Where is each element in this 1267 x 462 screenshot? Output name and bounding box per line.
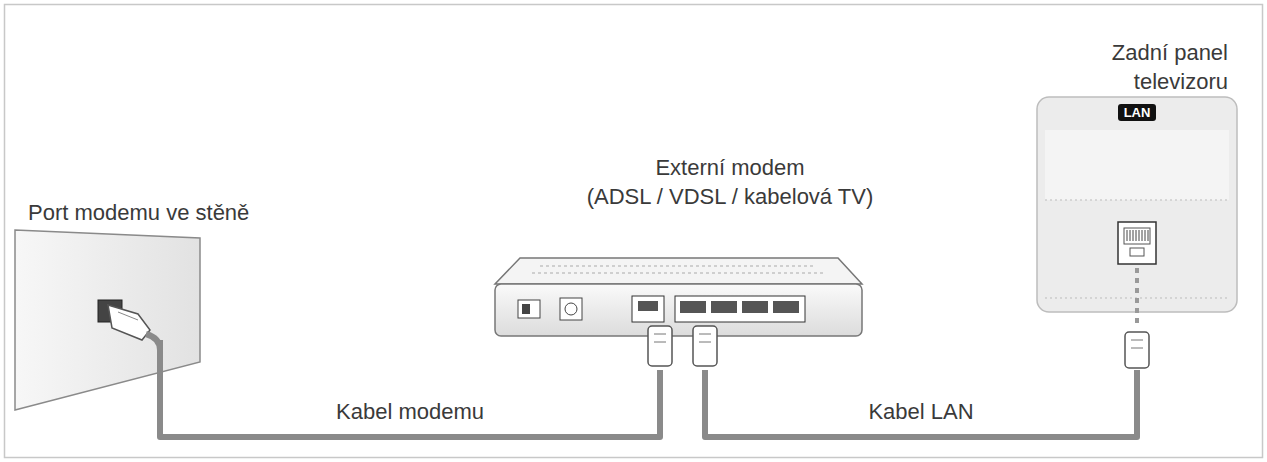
plug-detail: [654, 342, 666, 343]
port-inner: [638, 301, 658, 311]
wall-surface: [15, 230, 200, 410]
lan-port-cell: [742, 301, 768, 313]
cable-label: Kabel LAN: [864, 399, 977, 425]
tv-back-panel: Zadní panel televizoruLAN: [1035, 36, 1240, 370]
plug: [648, 326, 717, 366]
wall: [15, 230, 200, 410]
pin-stroke: [1148, 230, 1149, 241]
modem-vent: [532, 273, 825, 274]
pin-stroke: [1133, 230, 1134, 241]
port-inner: [1124, 228, 1150, 244]
caption-label: Zadní panel televizoru: [1112, 38, 1228, 96]
pin-stroke: [1136, 230, 1137, 241]
cable: [705, 370, 1137, 437]
plug-detail: [118, 312, 138, 320]
lan-port-cell: [711, 301, 737, 313]
cable: [160, 340, 660, 437]
caption-label: Port modemu ve stěně: [28, 198, 249, 227]
plug-body: [693, 326, 717, 366]
lan-ports: [675, 296, 805, 322]
panel-divider: [1045, 200, 1229, 201]
caption-label: Externí modem (ADSL / VDSL / kabelová TV…: [587, 153, 874, 211]
pin-stroke: [1139, 230, 1140, 241]
pin-stroke: [1127, 230, 1128, 241]
port-label: LAN: [1118, 104, 1157, 121]
switch-rocker: [522, 304, 530, 314]
rj45-port: [1118, 222, 1156, 264]
pin-stroke: [1142, 230, 1143, 241]
insert-guide: [1135, 268, 1139, 328]
pin-stroke: [1130, 230, 1131, 241]
jack-hole: [565, 303, 577, 315]
modem-plug: [108, 305, 150, 340]
plug-detail: [1131, 340, 1143, 341]
modem-front: [495, 284, 862, 336]
pin-stroke: [1145, 230, 1146, 241]
lan-plug: [1125, 332, 1149, 368]
modem: Externí modem (ADSL / VDSL / kabelová TV…: [495, 150, 965, 370]
frame: [5, 5, 1263, 458]
cable-label: Kabel modemu: [332, 399, 488, 425]
power-jack: [560, 298, 582, 320]
plug-body: [648, 326, 672, 366]
wall-port: Port modemu ve stěně: [15, 198, 253, 340]
wan-port: [632, 296, 664, 322]
lan-port-cell: [680, 301, 706, 313]
modem: [495, 258, 862, 366]
panel-zone: [1045, 130, 1229, 200]
power-switch: [518, 300, 540, 318]
plug-detail: [1131, 348, 1143, 349]
lan-port-cell: [773, 301, 799, 313]
plug-detail: [699, 334, 711, 335]
modem-vent: [540, 266, 815, 267]
port-latch: [1130, 248, 1144, 256]
plug-detail: [699, 342, 711, 343]
tv-panel: [1037, 97, 1237, 368]
plug-detail: [654, 334, 666, 335]
modem-top: [495, 258, 862, 284]
